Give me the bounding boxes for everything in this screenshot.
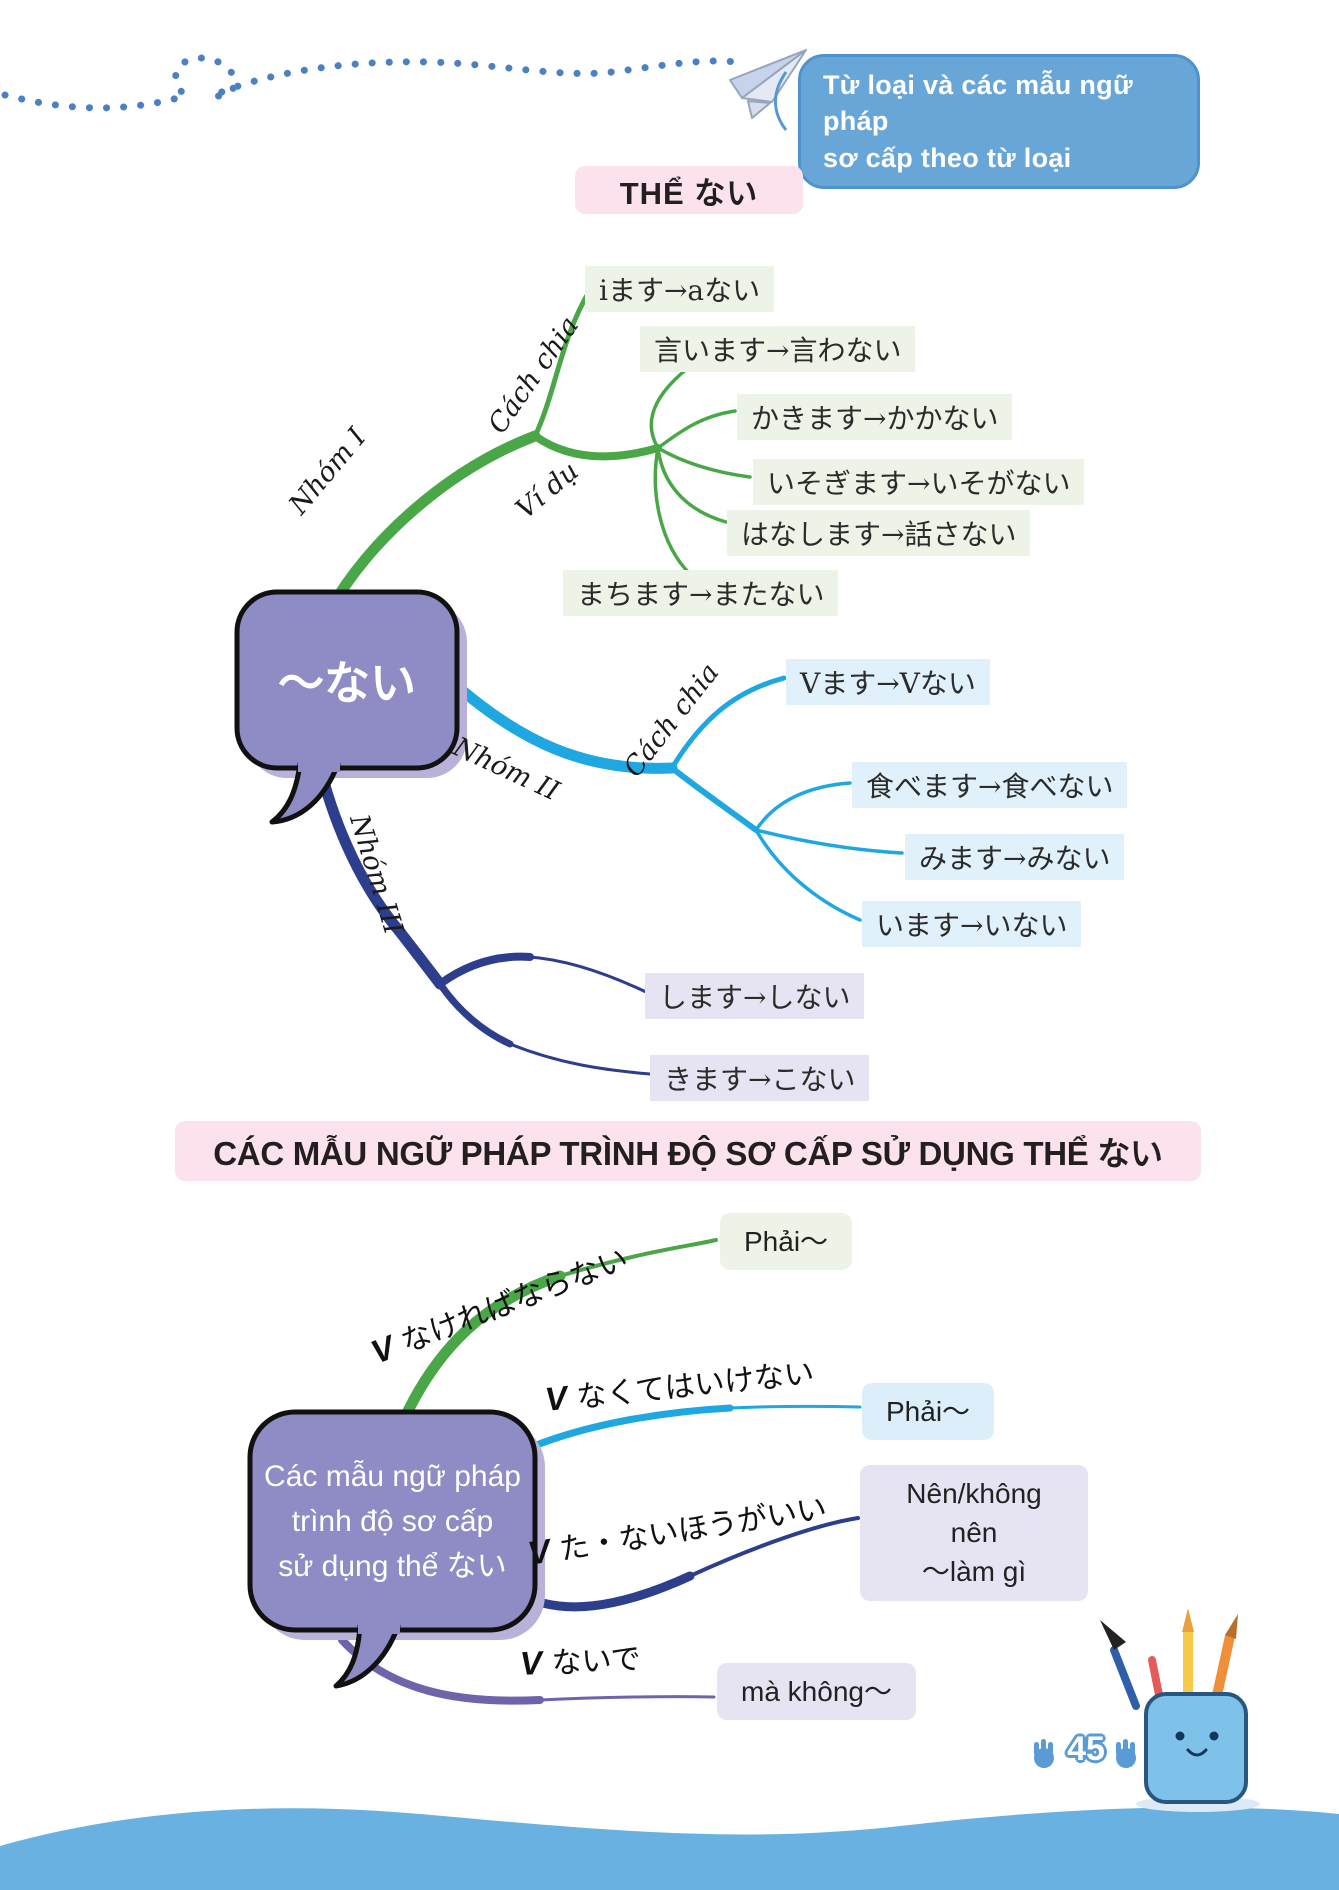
chapter-banner-line1: Từ loại và các mẫu ngữ pháp [823, 70, 1133, 137]
dotted-trail [1, 54, 740, 112]
center-node-line1: Các mẫu ngữ pháp [264, 1459, 521, 1493]
hand-icon-right [1116, 1739, 1136, 1768]
group2-example-box: 食べます→食べない [852, 762, 1128, 808]
page-number: 45 [1067, 1730, 1105, 1768]
pattern-label-naide: V ないで [519, 1634, 642, 1684]
paper-plane-icon [729, 49, 807, 119]
meaning-box-phai-1: Phải〜 [720, 1213, 853, 1271]
pencil-cup-illustration [1100, 1608, 1260, 1812]
group1-branches [324, 287, 752, 616]
group3-example-box: します→しない [645, 973, 865, 1019]
group1-example-box: いそぎます→いそがない [753, 459, 1085, 505]
group2-branches [444, 674, 904, 922]
group3-example-box: きます→こない [650, 1055, 870, 1101]
section1-title: THỂ ない [575, 166, 803, 214]
meaning-box-phai-2: Phải〜 [862, 1383, 995, 1441]
group3-branches [312, 752, 652, 1076]
center-node-nai: 〜ない [278, 656, 416, 710]
section2-title: CÁC MẪU NGỮ PHÁP TRÌNH ĐỘ SƠ CẤP SỬ DỤNG… [175, 1121, 1201, 1181]
meaning-box-makhong: mà không〜 [717, 1663, 916, 1721]
group1-rule-box: iます→aない [585, 266, 775, 312]
group2-example-box: みます→みない [905, 834, 1125, 880]
hand-icon-left [1034, 1739, 1054, 1768]
group1-example-box: かきます→かかない [737, 394, 1013, 440]
group1-example-box: 言います→言わない [640, 326, 916, 372]
verb-marker: V [543, 1378, 569, 1418]
chapter-banner-line2: sơ cấp theo từ loại [823, 142, 1072, 173]
verb-marker: V [525, 1531, 553, 1572]
chapter-banner: Từ loại và các mẫu ngữ pháp sơ cấp theo … [798, 54, 1200, 190]
center-node-line2: trình độ sơ cấp [291, 1504, 494, 1538]
group2-rule-box: Vます→Vない [786, 659, 990, 705]
center-node-patterns: Các mẫu ngữ pháp trình độ sơ cấp sử dụng… [250, 1412, 535, 1630]
center-node-line3: sử dụng thể ない [278, 1549, 507, 1583]
footer-wave [0, 1807, 1339, 1890]
group1-example-box: はなします→話さない [727, 510, 1031, 556]
group2-example-box: います→いない [862, 901, 1082, 947]
verb-marker: V [519, 1643, 544, 1682]
group1-example-box: まちます→またない [563, 570, 839, 616]
bubble-tail-curve [774, 71, 788, 131]
meaning-box-nen: Nên/không nên 〜làm gì [860, 1465, 1088, 1601]
center-bubble-1-shape [234, 589, 467, 825]
pattern-jp: ないで [550, 1641, 642, 1682]
center-bubble-2-shape [247, 1409, 545, 1689]
